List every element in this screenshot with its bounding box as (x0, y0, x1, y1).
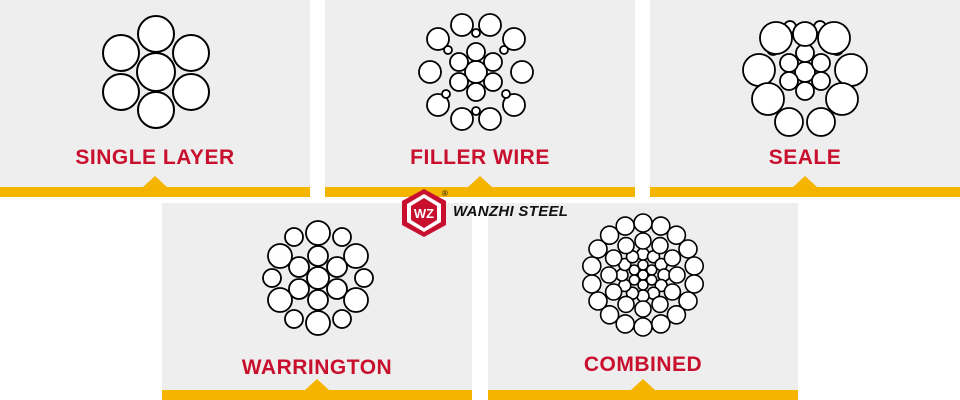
single-layer-strand-icon (102, 15, 210, 129)
wanzhi-logo-icon: WZ ® (402, 189, 448, 237)
registered-mark: ® (442, 189, 448, 198)
filler-wire-strand-icon (418, 13, 534, 131)
wire (599, 305, 620, 325)
wire (668, 266, 686, 284)
wire (617, 236, 635, 255)
wire (588, 291, 608, 311)
card-pointer (468, 176, 492, 187)
card-combined: COMBINED (488, 203, 798, 400)
wire (615, 216, 635, 236)
wire (666, 305, 687, 325)
card-pointer (305, 379, 329, 390)
card-warrington: WARRINGTON (162, 203, 472, 400)
wire (651, 236, 669, 255)
brand-logo: WZ ® WANZHI STEEL (398, 187, 568, 239)
logo-mark-text: WZ (414, 206, 434, 221)
wire (582, 256, 602, 276)
wire (582, 274, 602, 294)
wire (651, 314, 671, 334)
wire (633, 213, 653, 233)
warrington-strand-icon (262, 220, 374, 336)
wire (666, 225, 687, 246)
card-label-seale: SEALE (768, 146, 842, 169)
wire (634, 300, 652, 318)
wire (684, 274, 704, 294)
wire (651, 216, 671, 236)
card-pointer (631, 379, 655, 390)
card-filler-wire: FILLER WIRE (325, 0, 635, 197)
card-label-filler-wire: FILLER WIRE (410, 146, 550, 169)
wire (604, 249, 623, 267)
wire (588, 239, 608, 259)
card-single-layer: SINGLE LAYER (0, 0, 310, 197)
seale-strand-icon (742, 20, 868, 137)
card-label-warrington: WARRINGTON (241, 356, 393, 379)
wire (663, 283, 682, 301)
wire (678, 291, 698, 311)
wire (600, 266, 618, 284)
wire (617, 295, 635, 314)
wire (678, 239, 698, 259)
wire (628, 264, 641, 276)
wire (599, 225, 620, 246)
card-pointer (143, 176, 167, 187)
accent-bar (0, 187, 310, 197)
card-label-single-layer: SINGLE LAYER (75, 146, 235, 169)
card-pointer (793, 176, 817, 187)
brand-name: WANZHI STEEL (453, 203, 569, 220)
wire (645, 274, 658, 286)
wire (604, 283, 623, 301)
accent-bar (650, 187, 960, 197)
wire (633, 317, 653, 337)
accent-bar (325, 187, 635, 197)
wire (663, 249, 682, 267)
wire (634, 232, 652, 250)
wire (651, 295, 669, 314)
accent-bar (162, 390, 472, 400)
accent-bar (488, 390, 798, 400)
card-label-combined: COMBINED (583, 353, 703, 376)
wire (615, 314, 635, 334)
combined-strand-icon (582, 213, 704, 337)
card-seale: SEALE (650, 0, 960, 197)
wire (684, 256, 704, 276)
